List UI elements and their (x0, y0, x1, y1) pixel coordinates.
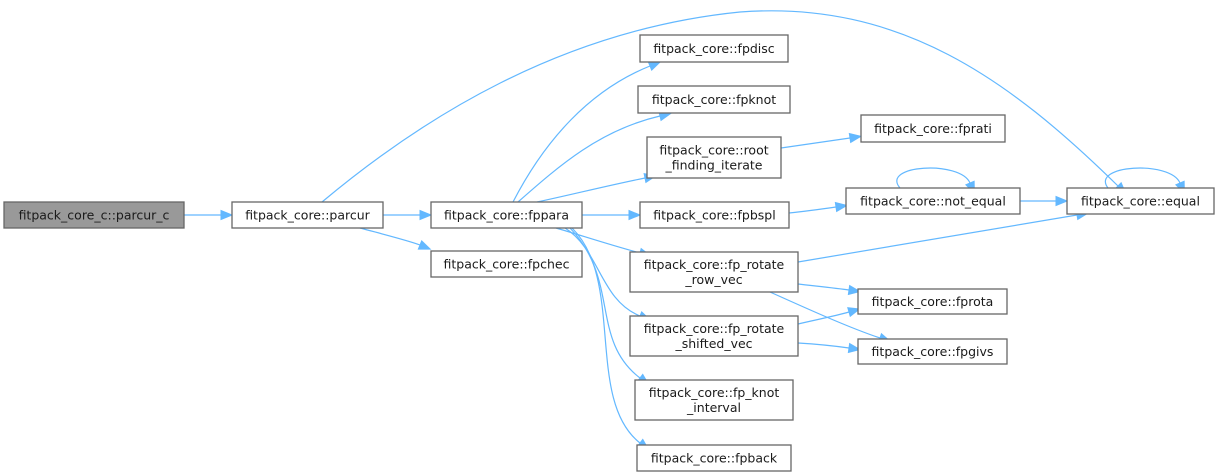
node-label: fitpack_core::fpknot (652, 92, 776, 107)
node-label: fitpack_core::not_equal (860, 194, 1006, 209)
node-fp-rotate-row-vec[interactable]: fitpack_core::fp_rotate_row_vec (629, 251, 799, 293)
node-fpdisc[interactable]: fitpack_core::fpdisc (639, 34, 789, 63)
node-label: fitpack_core_c::parcur_c (19, 208, 170, 223)
arrowhead-icon (628, 209, 642, 221)
node-label: _row_vec (684, 272, 742, 287)
edge-line (536, 177, 646, 203)
node-label: _finding_iterate (664, 158, 762, 173)
node-fpknot[interactable]: fitpack_core::fpknot (637, 85, 791, 114)
edge-line (564, 227, 641, 317)
node-label: fitpack_core::fpchec (444, 257, 570, 272)
node-label: fitpack_core::fp_rotate (644, 257, 785, 272)
node-fpback[interactable]: fitpack_core::fpback (636, 444, 792, 472)
arrowhead-icon (220, 209, 234, 221)
node-label: fitpack_core::fp_knot (649, 385, 780, 400)
node-fprati[interactable]: fitpack_core::fprati (860, 114, 1006, 143)
edge-line (769, 291, 881, 339)
node-label: fitpack_core::fppara (444, 208, 569, 223)
edge-fp-rotate-shifted-vec-to-fprota (797, 307, 861, 325)
node-label: _shifted_vec (674, 336, 752, 351)
node-label: fitpack_core::fpback (651, 451, 778, 466)
arrowhead-icon (834, 201, 849, 213)
node-label: fitpack_core::fprati (874, 121, 992, 136)
node-box[interactable] (639, 34, 789, 63)
node-equal[interactable]: fitpack_core::equal (1066, 187, 1215, 215)
node-box[interactable] (629, 315, 799, 357)
edge-line (896, 167, 971, 189)
edge-line (571, 227, 641, 444)
node-box[interactable] (634, 379, 794, 421)
edge-line (797, 214, 1078, 263)
edge-line (321, 10, 1119, 203)
edge-line (788, 206, 837, 214)
arrowhead-icon (647, 61, 662, 72)
node-fprota[interactable]: fitpack_core::fprota (857, 288, 1008, 315)
node-label: fitpack_core::parcur (245, 208, 370, 223)
node-label: fitpack_core::fpgivs (872, 344, 994, 359)
edge-fpbspl-to-not-equal (788, 201, 849, 214)
arrowhead-icon (419, 209, 433, 221)
node-label: fitpack_core::equal (1081, 194, 1200, 209)
edge-line (555, 227, 641, 254)
node-box[interactable] (1066, 187, 1215, 215)
arrowhead-icon (847, 284, 862, 296)
edge-line (517, 115, 661, 203)
node-box[interactable] (629, 251, 799, 293)
node-label: _interval (686, 400, 741, 415)
arrowhead-icon (417, 239, 432, 250)
edge-fppara-to-fpbspl (582, 209, 642, 221)
node-box[interactable] (637, 85, 791, 114)
node-parcur-c[interactable]: fitpack_core_c::parcur_c (3, 201, 185, 229)
node-box[interactable] (636, 444, 792, 472)
node-label: fitpack_core::fpbspl (653, 208, 775, 223)
edge-fppara-to-fpdisc (512, 61, 662, 203)
arrowhead-icon (848, 132, 863, 144)
node-box[interactable] (845, 187, 1021, 215)
node-box[interactable] (860, 114, 1006, 143)
node-root-finding-iterate[interactable]: fitpack_core::root_finding_iterate (646, 136, 782, 179)
node-label: fitpack_core::fp_rotate (644, 321, 785, 336)
node-fpbspl[interactable]: fitpack_core::fpbspl (639, 201, 790, 229)
edge-fp-rotate-row-vec-to-fprota (797, 283, 862, 296)
node-box[interactable] (430, 250, 583, 278)
edge-line (512, 65, 651, 203)
edge-line (1104, 167, 1181, 189)
node-label: fitpack_core::fpdisc (653, 41, 774, 56)
node-box[interactable] (639, 201, 790, 229)
node-fpgivs[interactable]: fitpack_core::fpgivs (857, 338, 1008, 365)
edge-line (359, 227, 421, 246)
node-fppara[interactable]: fitpack_core::fppara (430, 201, 583, 229)
arrowhead-icon (1055, 195, 1069, 207)
edge-fp-rotate-shifted-vec-to-fpgivs (797, 342, 862, 354)
edge-line (797, 283, 850, 291)
edge-parcur-to-fppara (383, 209, 433, 221)
node-parcur[interactable]: fitpack_core::parcur (231, 201, 384, 229)
node-box[interactable] (857, 288, 1008, 315)
node-label: fitpack_core::fprota (872, 294, 994, 309)
node-box[interactable] (857, 338, 1008, 365)
edge-fppara-to-root-finding-iterate (536, 172, 658, 203)
node-fp-knot-interval[interactable]: fitpack_core::fp_knot_interval (634, 379, 794, 421)
edge-line (797, 311, 850, 325)
edge-parcur-to-fpchec (359, 227, 432, 250)
node-box[interactable] (231, 201, 384, 229)
edge-parcur-c-to-parcur (184, 209, 234, 221)
node-fp-rotate-shifted-vec[interactable]: fitpack_core::fp_rotate_shifted_vec (629, 315, 799, 357)
node-fpchec[interactable]: fitpack_core::fpchec (430, 250, 583, 278)
node-box[interactable] (3, 201, 185, 229)
edge-fp-rotate-row-vec-to-equal (797, 209, 1090, 263)
node-label: fitpack_core::root (659, 143, 768, 158)
edge-line (569, 227, 641, 379)
node-not-equal[interactable]: fitpack_core::not_equal (845, 187, 1021, 215)
edge-line (797, 342, 850, 349)
edge-not-equal-to-equal (1020, 195, 1069, 207)
edge-root-finding-iterate-to-fprati (780, 132, 863, 149)
arrowhead-icon (847, 342, 862, 354)
arrowhead-icon (847, 307, 861, 318)
edge-line (780, 137, 851, 149)
node-box[interactable] (430, 201, 583, 229)
node-box[interactable] (646, 136, 782, 179)
